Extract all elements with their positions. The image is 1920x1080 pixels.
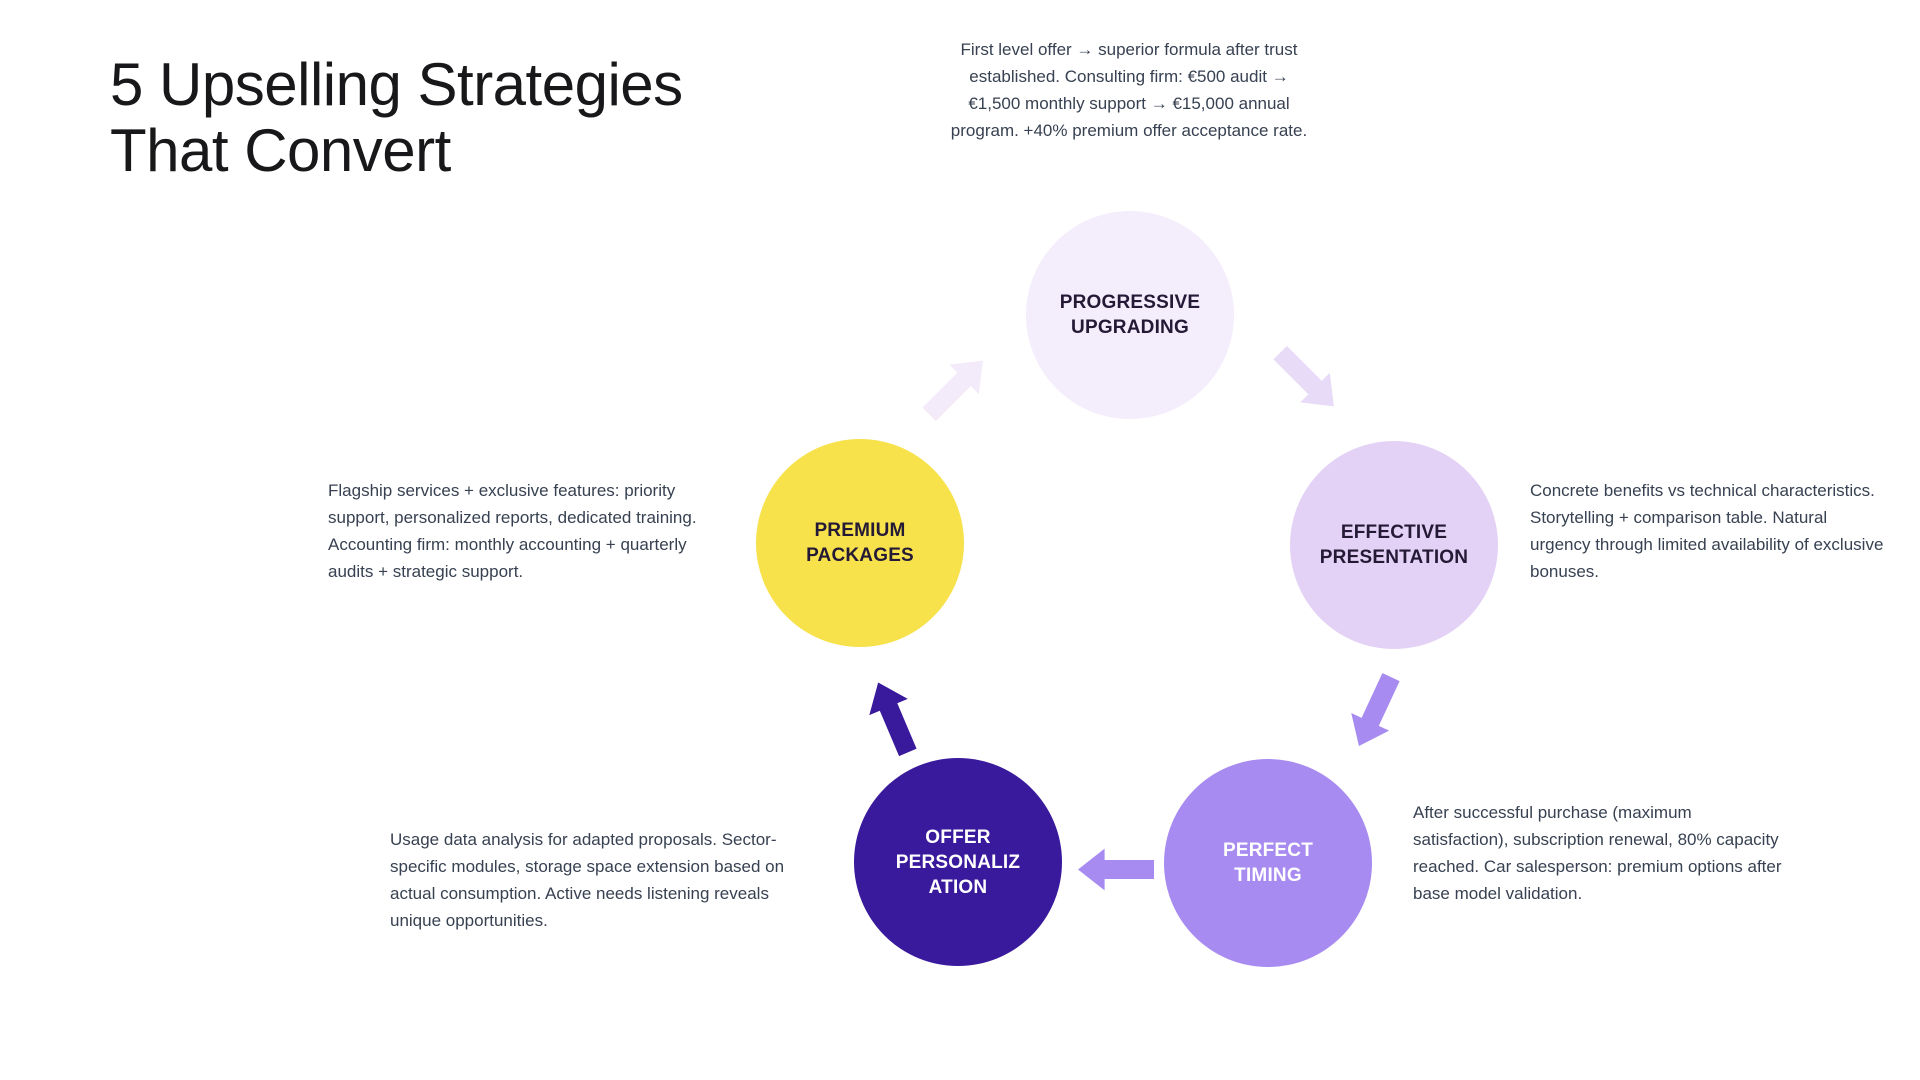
node-progressive-upgrading: PROGRESSIVE UPGRADING	[1026, 211, 1234, 419]
arrow-progressive-to-effective-icon	[1264, 336, 1351, 423]
node-label-line: OFFER	[925, 826, 991, 848]
node-label: PROGRESSIVE UPGRADING	[1060, 290, 1201, 340]
arrow-perfect-to-offer-icon	[1078, 846, 1154, 893]
arrow-offer-to-premium-icon	[857, 673, 930, 761]
description-effective-presentation: Concrete benefits vs technical character…	[1530, 481, 1884, 581]
description-offer-personalization: Usage data analysis for adapted proposal…	[390, 830, 785, 930]
node-label: OFFER PERSONALIZ ATION	[896, 825, 1020, 900]
page-title-line-1: 5 Upselling Strategies	[110, 51, 683, 118]
node-label-line: ATION	[928, 876, 988, 898]
node-effective-presentation: EFFECTIVE PRESENTATION	[1290, 441, 1498, 649]
node-label-line: UPGRADING	[1071, 317, 1189, 338]
node-label-line: TIMING	[1234, 865, 1302, 886]
node-label-line: PREMIUM	[814, 520, 906, 541]
arrow-premium-to-progressive-icon	[913, 344, 1000, 431]
arrow-effective-to-perfect-icon	[1338, 667, 1413, 756]
node-label-line: PERSONALIZ	[895, 851, 1021, 873]
node-perfect-timing: PERFECT TIMING	[1164, 759, 1372, 967]
node-label-line: PERFECT	[1222, 840, 1314, 861]
node-label-line: PACKAGES	[806, 545, 914, 566]
page-title-line-2: That Convert	[110, 117, 451, 184]
node-label: PREMIUM PACKAGES	[806, 518, 914, 568]
node-label: PERFECT TIMING	[1223, 838, 1313, 888]
node-label: EFFECTIVE PRESENTATION	[1320, 520, 1468, 570]
description-perfect-timing: After successful purchase (maximum satis…	[1413, 803, 1782, 903]
node-label-line: PRESENTATION	[1319, 547, 1469, 568]
node-premium-packages: PREMIUM PACKAGES	[756, 439, 964, 647]
description-progressive-upgrading: First level offer → superior formula aft…	[950, 40, 1308, 140]
node-label-line: PROGRESSIVE	[1059, 292, 1201, 313]
node-offer-personalization: OFFER PERSONALIZ ATION	[854, 758, 1062, 966]
node-label-line: EFFECTIVE	[1340, 522, 1448, 543]
description-premium-packages: Flagship services + exclusive features: …	[328, 481, 697, 581]
